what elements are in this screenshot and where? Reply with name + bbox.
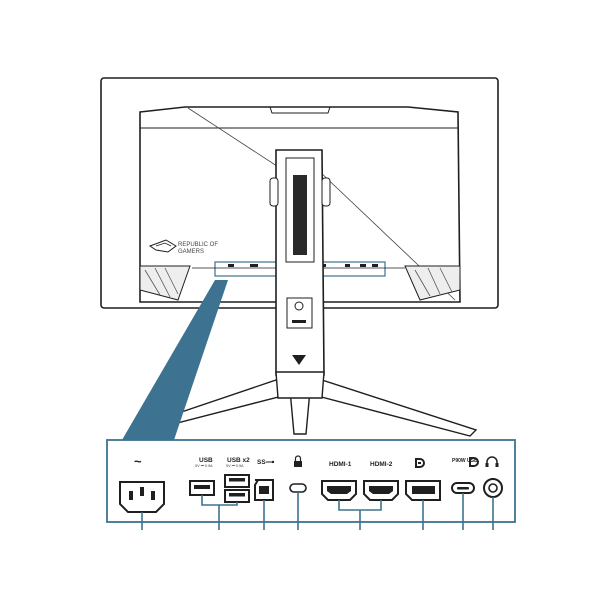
hinge-left bbox=[269, 177, 279, 207]
hdmi-1-port bbox=[321, 480, 357, 501]
usb-label: USB bbox=[199, 457, 213, 464]
hdmi-2-label: HDMI-2 bbox=[370, 461, 393, 468]
port-labels: ~ USB 5V ⎓ 0.9A USB x2 5V ⎓ 0.9A SS HDMI… bbox=[134, 454, 499, 469]
usb-x2-sublabel: 5V ⎓ 0.9A bbox=[226, 464, 244, 468]
usb-superspeed-icon: SS bbox=[257, 459, 275, 466]
ports-row bbox=[119, 474, 503, 513]
ac-tilde-icon: ~ bbox=[134, 454, 142, 469]
ac-power-inlet bbox=[119, 481, 165, 513]
hdmi-1-label: HDMI-1 bbox=[329, 461, 352, 468]
usb-b-port bbox=[254, 479, 274, 501]
displayport-icon bbox=[415, 458, 425, 468]
vent-right bbox=[404, 265, 461, 301]
logo-text-line2: GAMERS bbox=[178, 249, 204, 255]
rog-logo: REPUBLIC OF GAMERS bbox=[148, 239, 218, 255]
earphone-jack bbox=[483, 478, 503, 498]
stand-rog-emblem bbox=[292, 355, 306, 365]
logo-text-line1: REPUBLIC OF bbox=[178, 242, 218, 248]
hinge-right bbox=[321, 177, 331, 207]
kensington-slot bbox=[289, 483, 307, 493]
housing-ridge bbox=[269, 106, 331, 114]
stand-column bbox=[269, 149, 331, 376]
usb-x2-label: USB x2 bbox=[227, 457, 250, 464]
leader-lines bbox=[141, 492, 494, 530]
usb-c-dp-icon bbox=[469, 457, 479, 467]
svg-text:SS: SS bbox=[257, 459, 266, 466]
lock-icon bbox=[294, 455, 302, 467]
headphone-icon bbox=[485, 456, 499, 467]
vent-left bbox=[139, 265, 191, 301]
usb-a-port bbox=[189, 480, 215, 496]
hdmi-2-port bbox=[363, 480, 399, 501]
displayport-port bbox=[405, 480, 441, 501]
port-panel bbox=[106, 439, 516, 523]
cable-channel bbox=[293, 175, 307, 255]
usb-sublabel: 5V ⎓ 0.9A bbox=[195, 464, 213, 468]
usb-c-label: P90W USB bbox=[452, 458, 478, 464]
housing-diagonal-left bbox=[187, 107, 284, 171]
zoom-callout-wedge bbox=[122, 280, 228, 440]
usb-c-port bbox=[451, 482, 475, 494]
